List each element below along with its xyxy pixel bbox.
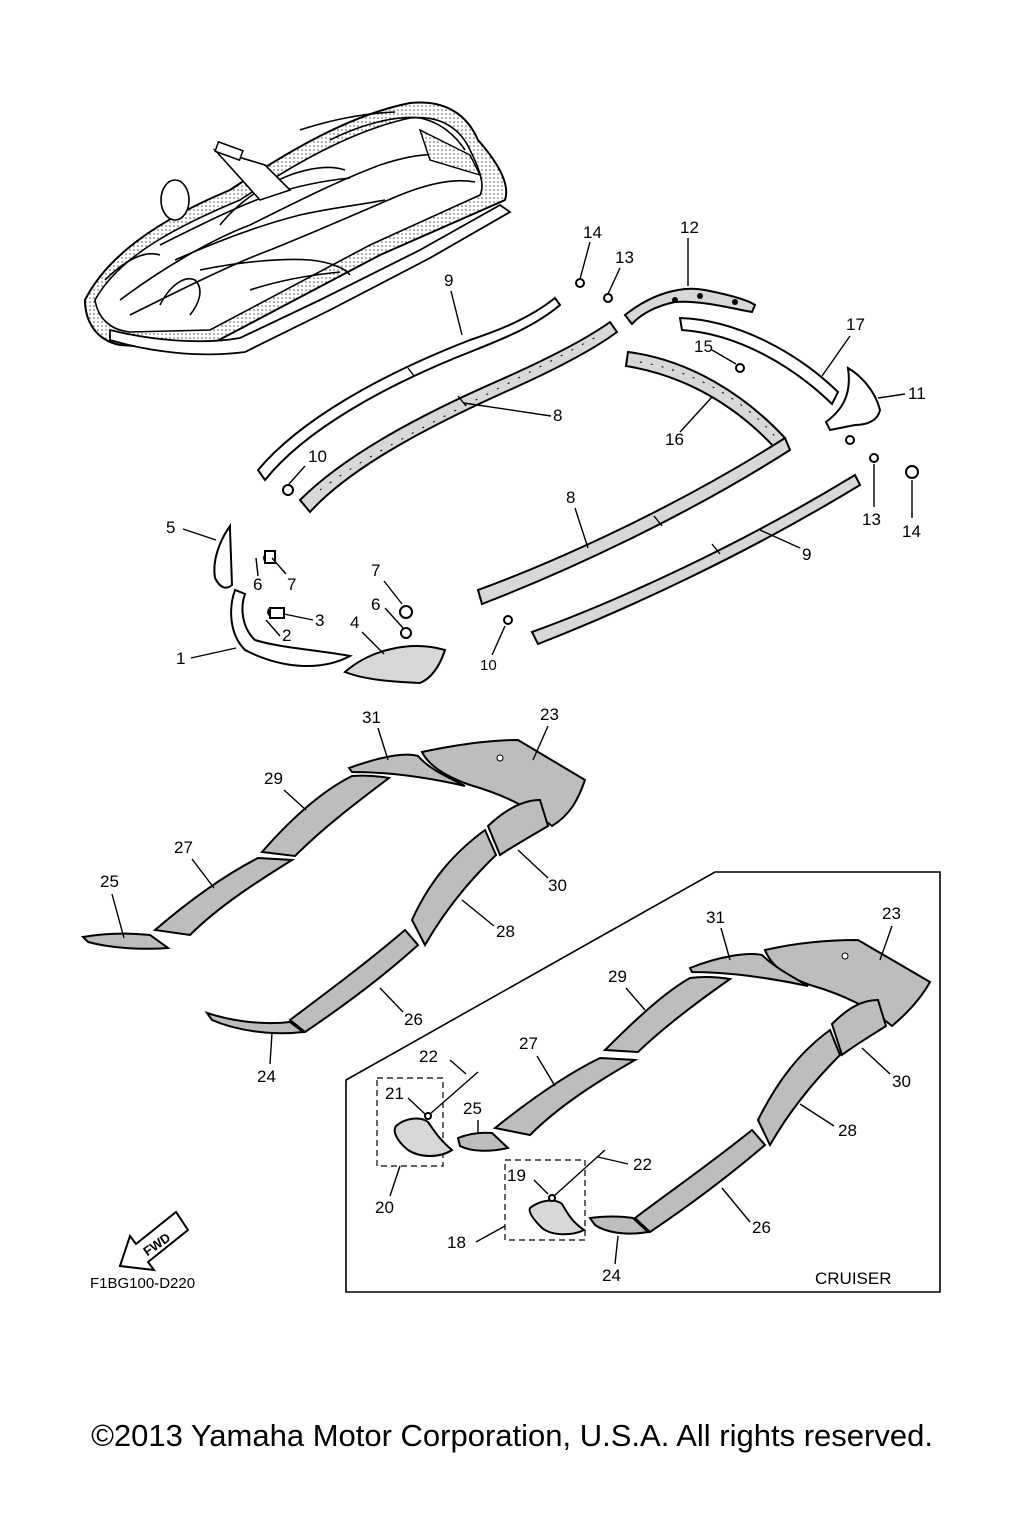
callout-25: 25 <box>100 872 119 891</box>
callout-26: 26 <box>404 1010 423 1029</box>
upper-parts <box>213 278 919 685</box>
cruiser-inset: CRUISER <box>345 871 941 1293</box>
inset-callout-23: 23 <box>882 904 901 923</box>
upper-callouts: 14 13 12 9 17 15 11 8 16 10 8 13 14 9 5 … <box>166 218 926 674</box>
inset-callout-21: 21 <box>385 1084 404 1103</box>
callout-9-lower: 9 <box>802 545 811 564</box>
callout-8-lower: 8 <box>566 488 575 507</box>
callout-29: 29 <box>264 769 283 788</box>
mat-set-main <box>80 738 587 1035</box>
callout-13: 13 <box>615 248 634 267</box>
callout-6-lower: 6 <box>371 595 380 614</box>
callout-13-lower: 13 <box>862 510 881 529</box>
callout-1: 1 <box>176 649 185 668</box>
callout-3: 3 <box>315 611 324 630</box>
inset-callout-27: 27 <box>519 1034 538 1053</box>
callout-14-lower: 14 <box>902 522 921 541</box>
callout-4: 4 <box>350 613 359 632</box>
callout-11: 11 <box>908 384 926 403</box>
callout-6: 6 <box>253 575 262 594</box>
callout-17: 17 <box>846 315 865 334</box>
callout-7-lower: 7 <box>371 561 380 580</box>
inset-callout-28: 28 <box>838 1121 857 1140</box>
callout-14: 14 <box>583 223 602 242</box>
callout-15: 15 <box>694 337 713 356</box>
callout-30: 30 <box>548 876 567 895</box>
callout-7: 7 <box>287 575 296 594</box>
callout-8: 8 <box>553 406 562 425</box>
inset-callout-20: 20 <box>375 1198 394 1217</box>
inset-callout-30: 30 <box>892 1072 911 1091</box>
inset-callout-31: 31 <box>706 908 725 927</box>
inset-callout-18: 18 <box>447 1233 466 1252</box>
inset-callouts: 31 23 29 27 22 21 25 20 22 19 18 30 28 2… <box>375 904 911 1285</box>
watercraft-illustration <box>83 101 512 356</box>
callout-16: 16 <box>665 430 684 449</box>
callout-5: 5 <box>166 518 175 537</box>
callout-27: 27 <box>174 838 193 857</box>
callout-24: 24 <box>257 1067 276 1086</box>
mat-callouts-main: 31 23 29 27 25 30 28 26 24 <box>100 705 567 1086</box>
callout-31: 31 <box>362 708 381 727</box>
copyright-notice: ©2013 Yamaha Motor Corporation, U.S.A. A… <box>91 1418 933 1453</box>
inset-callout-26: 26 <box>752 1218 771 1237</box>
fwd-arrow-icon: FWD <box>118 1210 190 1272</box>
callout-10: 10 <box>308 447 327 466</box>
inset-callout-22: 22 <box>419 1047 438 1066</box>
diagram-code: F1BG100-D220 <box>90 1275 195 1292</box>
callout-9: 9 <box>444 271 453 290</box>
callout-10-lower: 10 <box>480 657 497 674</box>
callout-12: 12 <box>680 218 699 237</box>
inset-callout-24: 24 <box>602 1266 621 1285</box>
inset-callout-22-lower: 22 <box>633 1155 652 1174</box>
inset-callout-29: 29 <box>608 967 627 986</box>
callout-28: 28 <box>496 922 515 941</box>
inset-label: CRUISER <box>815 1269 892 1288</box>
inset-callout-25: 25 <box>463 1099 482 1118</box>
callout-2: 2 <box>282 626 291 645</box>
inset-callout-19: 19 <box>507 1166 526 1185</box>
callout-23: 23 <box>540 705 559 724</box>
